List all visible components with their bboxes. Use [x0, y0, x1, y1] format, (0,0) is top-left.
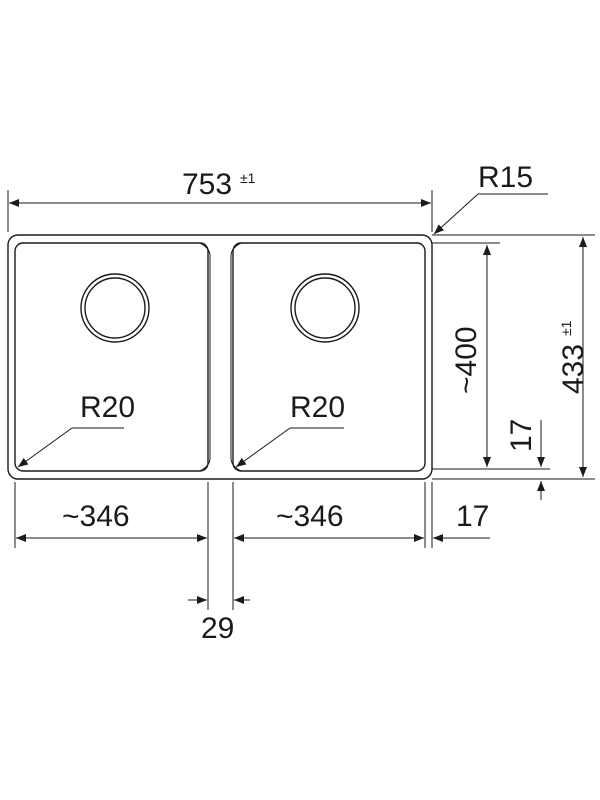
left-bowl [14, 242, 209, 472]
overall-depth-dimension: 433 ±1 [557, 237, 590, 477]
corner-radius-callout: R15 [433, 161, 548, 235]
divider-width-dimension: 29 [188, 596, 250, 645]
overall-width-dimension: 753 ±1 [9, 168, 431, 207]
sink-outline [7, 234, 433, 480]
divider-width-label: 29 [201, 612, 234, 645]
rim-horizontal-label: 17 [456, 500, 489, 533]
rim-vertical-dimension: 17 [505, 419, 545, 500]
overall-width-tolerance: ±1 [240, 170, 256, 186]
bowl-divider [199, 242, 242, 472]
inner-depth-label: ~400 [450, 326, 483, 394]
left-drain [80, 273, 150, 343]
overall-depth-label: 433 [557, 344, 590, 394]
sink-outer-rim [7, 234, 433, 480]
extension-lines [7, 190, 595, 610]
overall-width-label: 753 [182, 168, 232, 201]
overall-depth-tolerance: ±1 [558, 320, 574, 336]
right-drain [290, 273, 360, 343]
right-bowl [232, 242, 426, 472]
left-bowl-radius-callout: R20 [17, 391, 135, 468]
left-bowl-width-label: ~346 [62, 500, 130, 533]
left-bowl-radius-label: R20 [80, 391, 135, 424]
left-bowl-width-dimension: ~346 [16, 500, 207, 542]
rim-horizontal-dimension: 17 [433, 500, 490, 542]
right-bowl-width-label: ~346 [276, 500, 344, 533]
right-bowl-radius-label: R20 [290, 391, 345, 424]
right-bowl-radius-callout: R20 [235, 391, 345, 468]
rim-vertical-label: 17 [505, 419, 538, 452]
inner-depth-dimension: ~400 [450, 245, 491, 467]
corner-radius-label: R15 [478, 161, 533, 194]
right-bowl-width-dimension: ~346 [234, 500, 424, 542]
